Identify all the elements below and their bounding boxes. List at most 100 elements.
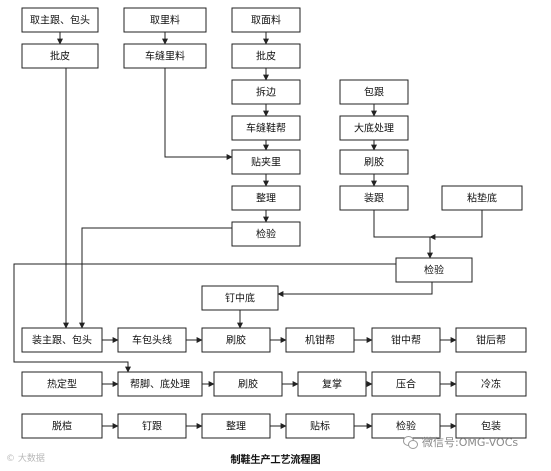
node-box <box>21 327 103 353</box>
process-node-n15: 装跟 <box>339 185 409 211</box>
node-label: 批皮 <box>50 50 70 63</box>
process-node-n12: 包跟 <box>339 79 409 105</box>
process-node-n24: 钳后帮 <box>455 327 527 353</box>
node-label: 取主跟、包头 <box>30 14 90 27</box>
process-node-n14: 刷胶 <box>339 149 409 175</box>
node-box <box>21 413 103 439</box>
process-node-n13: 大底处理 <box>339 115 409 141</box>
node-box <box>117 413 187 439</box>
process-node-n1: 取主跟、包头 <box>21 7 99 33</box>
process-node-n9: 贴夹里 <box>231 149 301 175</box>
edge-n11-n19 <box>79 227 232 329</box>
node-box <box>339 185 409 211</box>
process-node-n26: 帮脚、底处理 <box>117 371 203 397</box>
process-node-n18: 钉中底 <box>201 285 279 311</box>
node-label: 检验 <box>424 264 444 277</box>
node-label: 压合 <box>396 378 416 391</box>
node-box <box>339 115 409 141</box>
process-node-n4: 车缝里料 <box>123 43 207 69</box>
node-box <box>455 371 527 397</box>
process-node-n36: 包装 <box>455 413 527 439</box>
process-node-n19: 装主跟、包头 <box>21 327 103 353</box>
watermark-left: © 大数据 <box>6 454 45 464</box>
node-label: 帮脚、底处理 <box>130 378 190 391</box>
node-label: 整理 <box>256 192 276 205</box>
nodes-layer: 取主跟、包头批皮取里料车缝里料取面料批皮拆边车缝鞋帮贴夹里整理检验包跟大底处理刷… <box>21 7 527 439</box>
node-box <box>201 285 279 311</box>
node-box <box>395 257 473 283</box>
node-box <box>455 327 527 353</box>
process-node-n3: 取里料 <box>123 7 207 33</box>
watermark-right: 微信号:OMG-VOCs <box>403 434 518 450</box>
node-box <box>21 371 103 397</box>
node-box <box>201 327 271 353</box>
process-node-n5: 取面料 <box>231 7 301 33</box>
process-node-n32: 钉跟 <box>117 413 187 439</box>
node-label: 钳后帮 <box>476 334 506 347</box>
edge-n17-n26 <box>13 263 396 373</box>
node-label: 贴夹里 <box>251 156 281 169</box>
node-box <box>231 79 301 105</box>
process-node-n7: 拆边 <box>231 79 301 105</box>
node-box <box>231 221 301 247</box>
process-node-n27: 刷胶 <box>213 371 283 397</box>
node-label: 取里料 <box>150 14 180 27</box>
node-label: 包装 <box>481 420 501 433</box>
node-label: 取面料 <box>251 14 281 27</box>
node-box <box>231 43 301 69</box>
diagram-title: 制鞋生产工艺流程图 <box>230 455 321 466</box>
node-box <box>117 371 203 397</box>
node-box <box>213 371 283 397</box>
node-label: 钉中底 <box>225 292 255 305</box>
edge-n17-n18 <box>277 282 433 297</box>
node-label: 机钳帮 <box>305 334 335 347</box>
node-label: 装跟 <box>364 192 384 205</box>
node-label: 整理 <box>226 420 246 433</box>
process-node-n30: 冷冻 <box>455 371 527 397</box>
node-box <box>455 413 527 439</box>
node-label: 刷胶 <box>364 156 384 169</box>
process-node-n29: 压合 <box>371 371 441 397</box>
node-label: 包跟 <box>364 86 384 99</box>
edge-n15-n17 <box>373 210 433 259</box>
node-label: 贴标 <box>310 420 330 433</box>
node-label: 钉跟 <box>142 421 162 433</box>
node-box <box>123 43 207 69</box>
node-box <box>117 327 187 353</box>
node-label: 拆边 <box>256 86 276 99</box>
node-box <box>285 327 355 353</box>
process-node-n31: 脱楦 <box>21 413 103 439</box>
node-box <box>123 7 207 33</box>
node-label: 装主跟、包头 <box>32 334 92 347</box>
node-label: 复掌 <box>322 378 342 391</box>
node-box <box>231 185 301 211</box>
process-node-n28: 复掌 <box>297 371 367 397</box>
node-box <box>231 149 301 175</box>
node-label: 车包头线 <box>132 334 172 347</box>
node-box <box>201 413 271 439</box>
node-label: 脱楦 <box>52 420 72 433</box>
process-node-n2: 批皮 <box>21 43 99 69</box>
process-node-n35: 检验 <box>371 413 441 439</box>
node-box <box>339 79 409 105</box>
edges-layer <box>13 32 483 429</box>
process-node-n21: 刷胶 <box>201 327 271 353</box>
node-label: 刷胶 <box>238 378 258 391</box>
node-box <box>21 43 99 69</box>
node-box <box>441 185 523 211</box>
node-label: 冷冻 <box>481 378 501 391</box>
node-label: 粘垫底 <box>467 192 497 205</box>
process-node-n17: 检验 <box>395 257 473 283</box>
process-node-n33: 整理 <box>201 413 271 439</box>
node-box <box>231 115 301 141</box>
process-node-n34: 贴标 <box>285 413 355 439</box>
process-node-n16: 粘垫底 <box>441 185 523 211</box>
edge-n4-n9 <box>164 68 233 160</box>
watermark-right-text: 微信号:OMG-VOCs <box>422 436 519 449</box>
node-label: 车缝鞋帮 <box>246 122 286 135</box>
node-label: 检验 <box>396 420 416 433</box>
node-label: 检验 <box>256 228 276 241</box>
node-label: 刷胶 <box>226 334 246 347</box>
process-node-n6: 批皮 <box>231 43 301 69</box>
